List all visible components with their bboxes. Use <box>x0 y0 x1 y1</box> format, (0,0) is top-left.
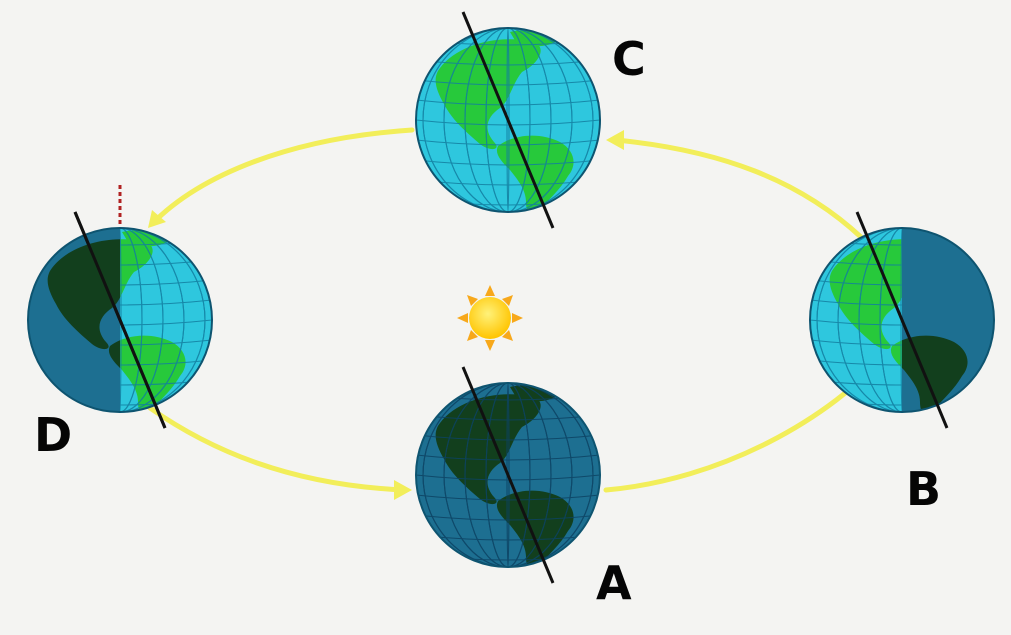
arrow-head-into-d <box>148 210 166 228</box>
position-label-a: A <box>596 556 632 610</box>
orbit-segment-d-to-a <box>147 405 407 493</box>
earth-globe-a <box>415 366 601 584</box>
orbit-segment-b-to-c <box>613 137 865 241</box>
axis-line <box>461 11 555 229</box>
axis-line <box>73 211 167 429</box>
south-america <box>109 335 186 412</box>
position-label-d: D <box>34 408 73 462</box>
sun-rays <box>457 285 523 351</box>
north-america <box>435 39 541 150</box>
lat-long-grid <box>416 383 600 567</box>
earth-globe-b <box>809 211 995 429</box>
south-america <box>497 490 574 567</box>
night-half <box>902 228 994 412</box>
sun-icon <box>457 285 523 351</box>
axis-line <box>855 211 949 429</box>
orbit-segment-c-to-d <box>149 127 415 227</box>
earth-globe-d <box>27 211 213 429</box>
night-land <box>47 239 120 368</box>
arrow-head-into-c <box>606 130 624 150</box>
north-america <box>435 394 541 505</box>
earth-globe-c <box>415 11 601 229</box>
position-label-b: B <box>906 462 942 516</box>
south-america <box>497 135 574 212</box>
sun-core <box>469 297 511 339</box>
axis-line <box>461 366 555 584</box>
position-label-c: C <box>612 32 646 86</box>
arrow-head-into-a <box>394 480 412 500</box>
